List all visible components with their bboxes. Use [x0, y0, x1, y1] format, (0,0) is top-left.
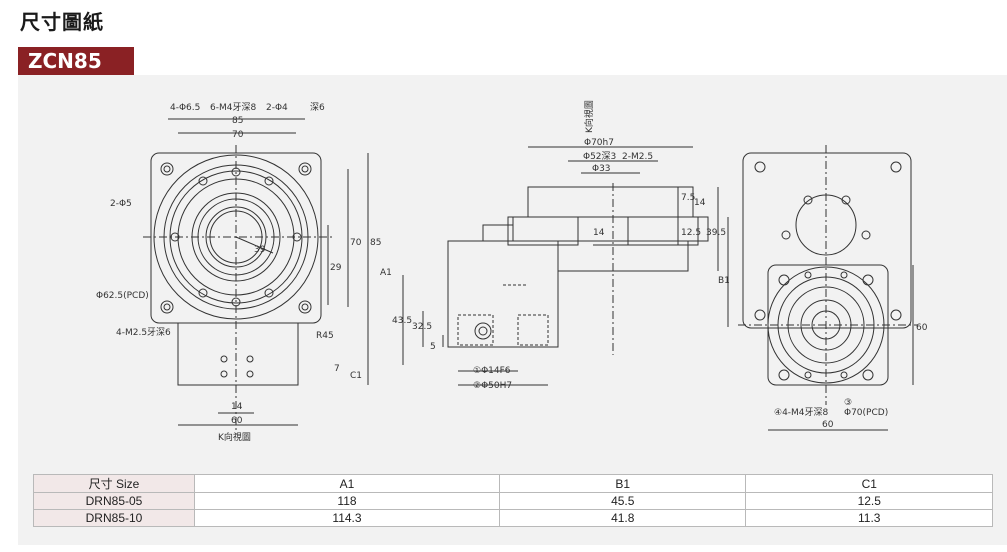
- row-c1: 12.5: [745, 492, 993, 510]
- dim-29: 29: [330, 263, 342, 273]
- dim-pin-depth: 深6: [310, 102, 325, 113]
- row-a1: 118: [194, 492, 500, 510]
- dim-14b: 14: [593, 228, 605, 238]
- row-b1: 41.8: [498, 509, 747, 527]
- dim-phi50: ②Φ50H7: [473, 381, 512, 391]
- dim-60v: 60: [916, 323, 928, 333]
- dim-14: 14: [231, 402, 243, 412]
- dim-43-5: 43.5: [392, 316, 412, 326]
- row-a1: 114.3: [194, 509, 500, 527]
- dim-pin2: 2-Φ5: [110, 199, 132, 209]
- dim-pin: 2-Φ4: [266, 103, 288, 113]
- dim-7-5: 7.5: [681, 193, 695, 203]
- header-size: 尺寸 Size: [33, 474, 195, 493]
- header-a1: A1: [194, 474, 500, 493]
- dim-pcd: Φ62.5(PCD): [96, 291, 149, 301]
- page-title: 尺寸圖紙: [20, 10, 104, 34]
- header-b1: B1: [498, 474, 747, 493]
- dim-b1: B1: [718, 276, 730, 286]
- header-c1: C1: [745, 474, 993, 493]
- dim-m25: 2-M2.5: [622, 152, 653, 162]
- dim-pcd70: Φ70(PCD): [844, 408, 888, 418]
- dim-5: 5: [430, 342, 436, 352]
- technical-drawing: 4-Φ6.5 6-M4牙深8 2-Φ4 深6 2-Φ5 85 70 39 29 …: [96, 100, 928, 443]
- dim-phi70: Φ70h7: [584, 138, 614, 148]
- dim-a1: A1: [380, 268, 392, 278]
- dim-holes-top: 4-Φ6.5: [170, 103, 200, 113]
- row-model: DRN85-05: [33, 492, 195, 510]
- kview-label-1: K向視圖: [218, 431, 251, 443]
- dim-14v: 14: [694, 198, 706, 208]
- row-b1: 45.5: [498, 492, 747, 510]
- row-model: DRN85-10: [33, 509, 195, 527]
- dim-32-5: 32.5: [412, 322, 432, 332]
- dim-60: 60: [231, 416, 243, 426]
- dim-60-bottom: 60: [822, 420, 834, 430]
- dim-phi33: Φ33: [592, 164, 611, 174]
- dim-7: 7: [334, 364, 340, 374]
- dim-phi14: ①Φ14F6: [473, 366, 511, 376]
- dim-70v: 70: [350, 238, 362, 248]
- dim-85: 85: [232, 116, 243, 126]
- dim-m4: ④4-M4牙深8: [774, 407, 829, 418]
- dim-thread: 6-M4牙深8: [210, 102, 256, 113]
- dim-r45: R45: [316, 331, 334, 341]
- kview-label-2: K向視圖: [583, 100, 595, 133]
- table-header-row: 尺寸 Size A1 B1 C1: [33, 474, 993, 493]
- dim-circ3: ③: [844, 398, 852, 408]
- dim-39-5: 39.5: [706, 228, 726, 238]
- dim-70: 70: [232, 130, 244, 140]
- dim-85v: 85: [370, 238, 381, 248]
- table-row: DRN85-10 114.3 41.8 11.3: [33, 509, 993, 527]
- model-badge: ZCN85: [18, 47, 134, 75]
- dim-12-5: 12.5: [681, 228, 701, 238]
- size-table: 尺寸 Size A1 B1 C1 DRN85-05 118 45.5 12.5 …: [33, 474, 993, 527]
- dim-c1: C1: [350, 371, 362, 381]
- dim-39: 39: [254, 245, 266, 255]
- row-c1: 11.3: [745, 509, 993, 527]
- dim-phi52: Φ52深3: [583, 151, 616, 162]
- table-row: DRN85-05 118 45.5 12.5: [33, 492, 993, 510]
- dim-thread2: 4-M2.5牙深6: [116, 327, 171, 338]
